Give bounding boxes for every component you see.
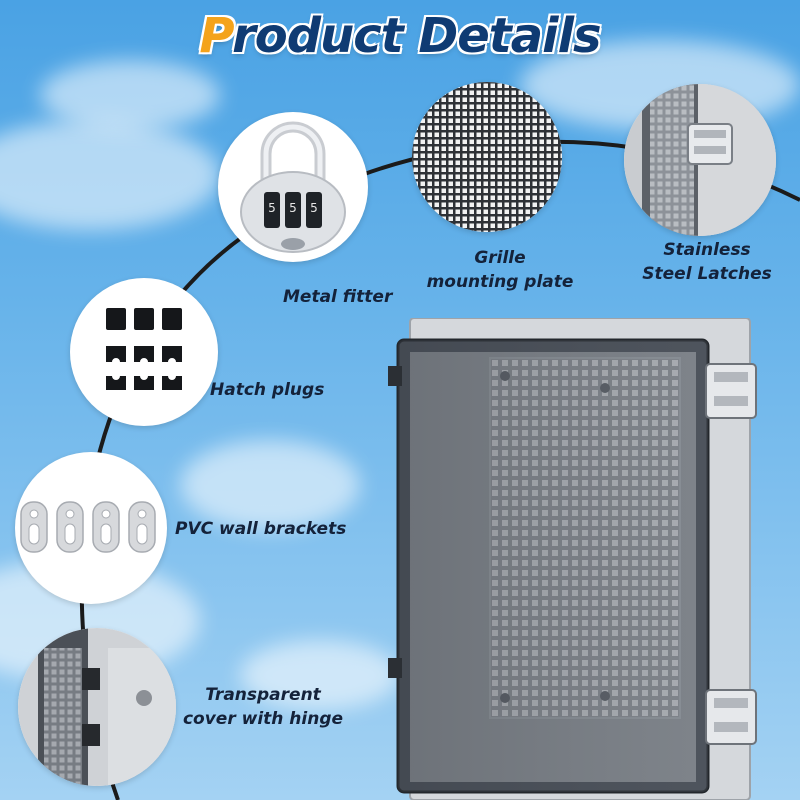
cloud	[0, 120, 220, 230]
latch-icon	[624, 84, 776, 236]
cloud	[40, 60, 220, 130]
plugs-icon	[106, 308, 182, 390]
feature-label-wall-brackets: PVC wall brackets	[175, 519, 347, 539]
feature-label-grille: Grille mounting plate	[426, 248, 574, 292]
bracket-icon	[20, 501, 156, 553]
cloud	[240, 640, 400, 710]
hinge-circle	[18, 628, 176, 786]
lock-digit: 5	[289, 201, 297, 215]
hinge-icon	[18, 628, 176, 786]
padlock-circle: 5 5 5	[218, 112, 368, 262]
feature-label-latches: Stainless Steel Latches	[642, 240, 772, 284]
feature-label-hatch-plugs: Hatch plugs	[210, 380, 325, 400]
enclosure-box-image	[388, 318, 757, 800]
page-title: Product Details	[199, 8, 601, 64]
padlock-icon: 5 5 5	[240, 121, 346, 253]
lock-digit: 5	[268, 201, 276, 215]
feature-label-metal-fitter: Metal fitter	[283, 287, 393, 307]
lock-digit: 5	[310, 201, 318, 215]
grille-circle	[412, 82, 562, 232]
feature-label-hinge: Transparent cover with hinge	[182, 685, 344, 729]
cloud	[180, 440, 360, 530]
grille-icon	[412, 82, 562, 232]
brackets-circle	[15, 452, 167, 604]
latch-circle	[624, 84, 776, 236]
plugs-circle	[70, 278, 218, 426]
